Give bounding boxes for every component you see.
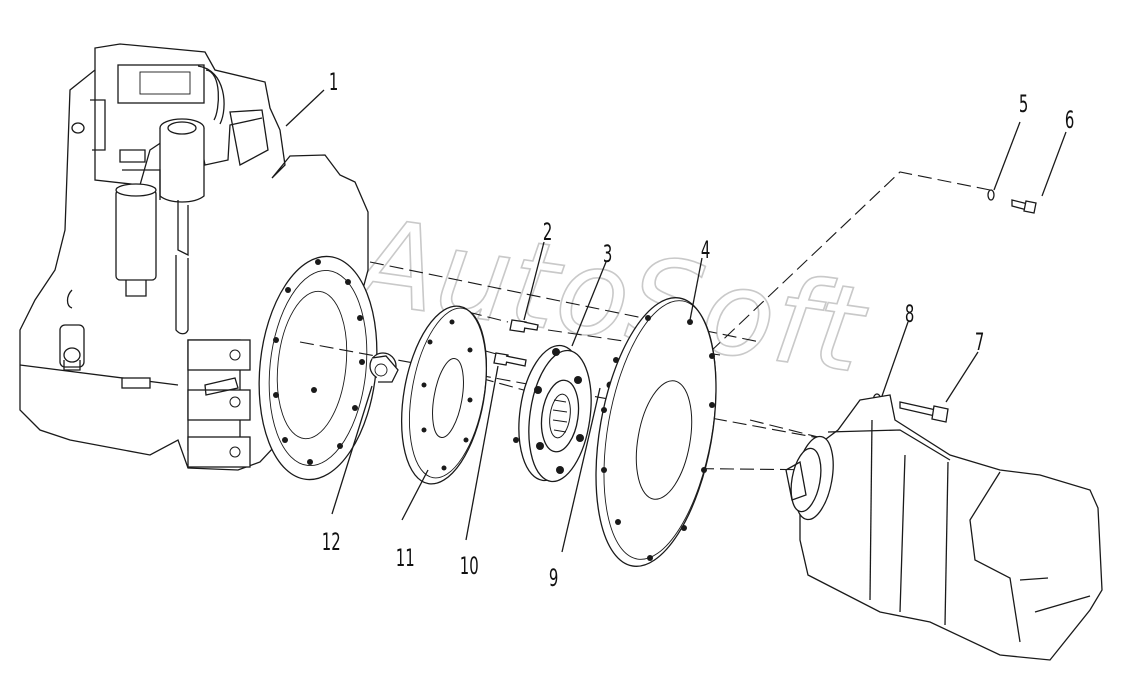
hub-coupling-part bbox=[513, 344, 614, 483]
callout-4: 4 bbox=[701, 235, 710, 264]
drive-plate-part bbox=[595, 297, 717, 567]
callout-1: 1 bbox=[329, 67, 338, 96]
washer-part-5 bbox=[987, 189, 995, 201]
callout-6: 6 bbox=[1065, 105, 1074, 134]
callout-2: 2 bbox=[543, 217, 552, 246]
callout-10: 10 bbox=[460, 551, 479, 580]
bushing-part bbox=[369, 352, 399, 383]
callout-8: 8 bbox=[905, 299, 914, 328]
leader-lines bbox=[285, 89, 1067, 553]
callout-11: 11 bbox=[396, 543, 415, 572]
flex-plate-part bbox=[400, 305, 488, 485]
generator-unit bbox=[785, 394, 1103, 661]
bolt-part-2 bbox=[509, 319, 539, 333]
callout-5: 5 bbox=[1019, 89, 1028, 118]
callout-12: 12 bbox=[322, 527, 341, 556]
bolt-part-6 bbox=[1011, 199, 1037, 214]
bolt-part-7 bbox=[899, 401, 949, 423]
bolt-part-10 bbox=[493, 352, 527, 367]
callout-3: 3 bbox=[603, 239, 612, 268]
engine-block bbox=[19, 43, 378, 481]
callout-7: 7 bbox=[975, 327, 984, 356]
callout-9: 9 bbox=[549, 563, 558, 592]
callout-labels: 1 2 3 4 5 6 7 8 9 10 11 12 bbox=[322, 67, 1075, 592]
